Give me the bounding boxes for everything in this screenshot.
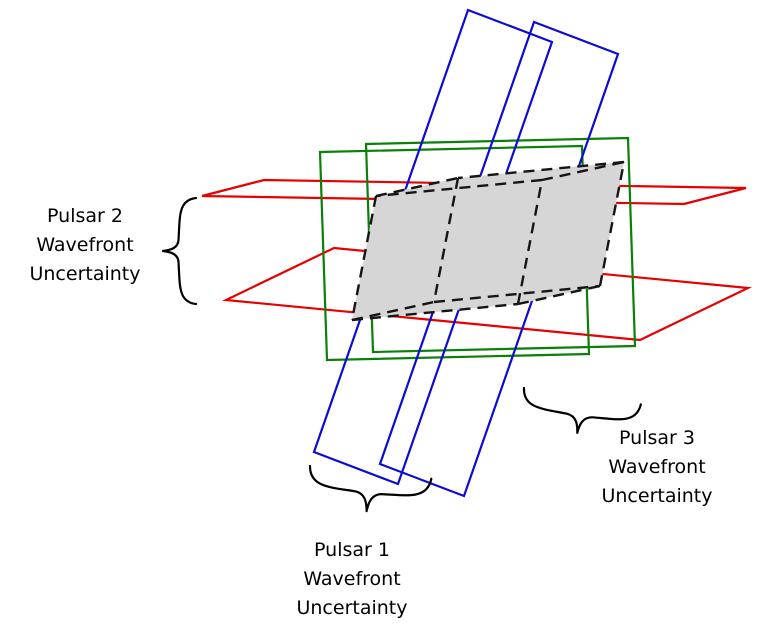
uncertainty-region-edges [350,160,626,322]
pulsar3-plane-front [318,144,591,362]
label-pulsar2-line1: Pulsar 2 [47,205,123,227]
box-edge [351,300,435,322]
label-pulsar1-line2: Wavefront [303,568,400,590]
box-edge [541,160,625,182]
label-pulsar1-line3: Uncertainty [296,597,407,619]
box-edge [375,176,459,198]
label-pulsar2-line2: Wavefront [36,234,133,256]
uncertainty-region-fill [352,162,624,320]
label-pulsar3-line3: Uncertainty [601,485,712,507]
box-edge [517,284,601,306]
box-edge [598,161,626,287]
box-edge [433,284,601,304]
label-pulsar1-line1: Pulsar 1 [314,539,390,561]
label-pulsar3: Pulsar 3 Wavefront Uncertainty [601,427,712,507]
label-pulsar2: Pulsar 2 Wavefront Uncertainty [29,205,140,285]
brace-pulsar1 [308,464,433,513]
box-edge [375,178,543,198]
box-edge [350,195,378,321]
label-pulsar2-line3: Uncertainty [29,263,140,285]
label-pulsar3-line2: Wavefront [608,456,705,478]
box-edge [516,179,544,305]
box-edge [351,302,519,322]
brace-pulsar2 [161,196,198,306]
pulsar2-plane-bottom [221,246,753,342]
brace-pulsar3 [522,386,642,434]
box-edge [432,177,460,303]
box-edge [457,160,625,180]
pulsar1-plane-back [378,20,620,498]
label-pulsar3-line1: Pulsar 3 [619,427,695,449]
label-pulsar1: Pulsar 1 Wavefront Uncertainty [296,539,407,619]
